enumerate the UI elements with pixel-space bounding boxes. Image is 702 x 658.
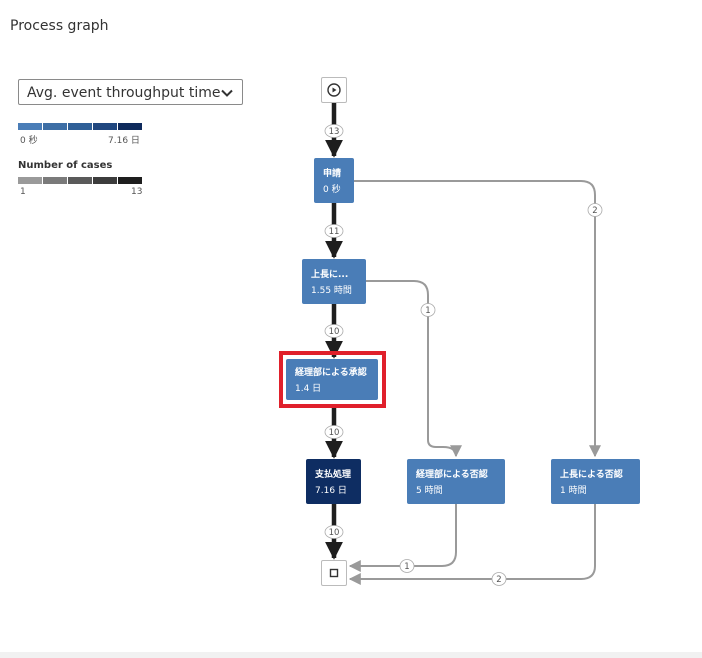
- cases-legend-bar: [18, 177, 142, 184]
- chevron-down-icon: [221, 89, 233, 97]
- activity-node-accounting-approval[interactable]: 経理部による承認 1.4 日: [286, 359, 378, 400]
- activity-name: 上長に...: [311, 270, 349, 280]
- panel-bottom-border: [0, 652, 702, 658]
- stop-square-icon: [329, 568, 339, 578]
- duration-legend-segment: [68, 123, 92, 130]
- edge-count-badge: [324, 224, 344, 238]
- edge-accounting_reject-to-end[interactable]: [348, 504, 457, 572]
- play-circle-icon: [327, 83, 341, 97]
- edge-boss-to-accounting_reject[interactable]: [366, 280, 462, 458]
- duration-legend-segment: [93, 123, 117, 130]
- activity-duration: 1 時間: [560, 486, 587, 496]
- edge-count-badge: [587, 203, 603, 217]
- edge-count-label: 11: [329, 227, 340, 237]
- duration-legend-bar: [18, 123, 142, 130]
- process-end-node[interactable]: [321, 560, 347, 586]
- panel-title: Process graph: [10, 18, 109, 34]
- cases-legend-segment: [93, 177, 117, 184]
- activity-node-accounting-rejection[interactable]: 経理部による否認 5 時間: [407, 459, 505, 504]
- activity-name: 経理部による否認: [416, 470, 488, 480]
- edge-count-label: 10: [329, 428, 340, 438]
- metric-dropdown[interactable]: Avg. event throughput time: [18, 79, 243, 105]
- duration-legend-segment: [118, 123, 142, 130]
- edge-count-badge: [324, 525, 344, 539]
- edge-count-label: 1: [404, 562, 409, 572]
- edge-apply-to-boss_reject[interactable]: [354, 180, 601, 458]
- activity-name: 申請: [323, 169, 342, 179]
- edge-boss_reject-to-end[interactable]: [348, 504, 596, 585]
- activity-duration: 1.4 日: [295, 384, 322, 394]
- edge-count-badge: [324, 124, 344, 138]
- duration-legend-segment: [18, 123, 42, 130]
- process-start-node[interactable]: [321, 77, 347, 103]
- edge-count-badge: [324, 324, 344, 338]
- activity-duration: 0 秒: [323, 185, 341, 195]
- activity-node-boss-approval[interactable]: 上長に... 1.55 時間: [302, 259, 366, 304]
- activity-name: 経理部による承認: [295, 368, 367, 378]
- cases-legend-segment: [18, 177, 42, 184]
- metric-dropdown-value: Avg. event throughput time: [27, 85, 221, 101]
- edge-count-label: 1: [425, 306, 430, 316]
- edge-count-label: 2: [592, 206, 597, 216]
- duration-legend-segment: [43, 123, 67, 130]
- edge-count-label: 10: [329, 327, 340, 337]
- cases-legend-max: 13: [131, 187, 143, 197]
- activity-node-apply[interactable]: 申請 0 秒: [314, 158, 354, 203]
- duration-legend-min: 0 秒: [20, 136, 38, 146]
- edge-count-label: 10: [329, 528, 340, 538]
- activity-duration: 5 時間: [416, 486, 443, 496]
- edge-count-badge: [420, 303, 436, 317]
- activity-name: 上長による否認: [560, 470, 623, 480]
- activity-duration: 1.55 時間: [311, 286, 352, 296]
- activity-name: 支払処理: [315, 470, 352, 480]
- edge-count-badge: [399, 559, 415, 573]
- activity-node-boss-rejection[interactable]: 上長による否認 1 時間: [551, 459, 640, 504]
- cases-legend-segment: [68, 177, 92, 184]
- cases-legend-title: Number of cases: [18, 160, 113, 171]
- edge-count-label: 2: [496, 575, 501, 585]
- cases-legend-segment: [118, 177, 142, 184]
- edge-count-badge: [491, 572, 507, 586]
- cases-legend-segment: [43, 177, 67, 184]
- edge-count-badge: [324, 425, 344, 439]
- cases-legend-min: 1: [20, 187, 26, 197]
- duration-legend-max: 7.16 日: [108, 136, 140, 146]
- activity-node-payment[interactable]: 支払処理 7.16 日: [306, 459, 361, 504]
- edge-count-label: 13: [329, 127, 340, 137]
- activity-duration: 7.16 日: [315, 486, 347, 496]
